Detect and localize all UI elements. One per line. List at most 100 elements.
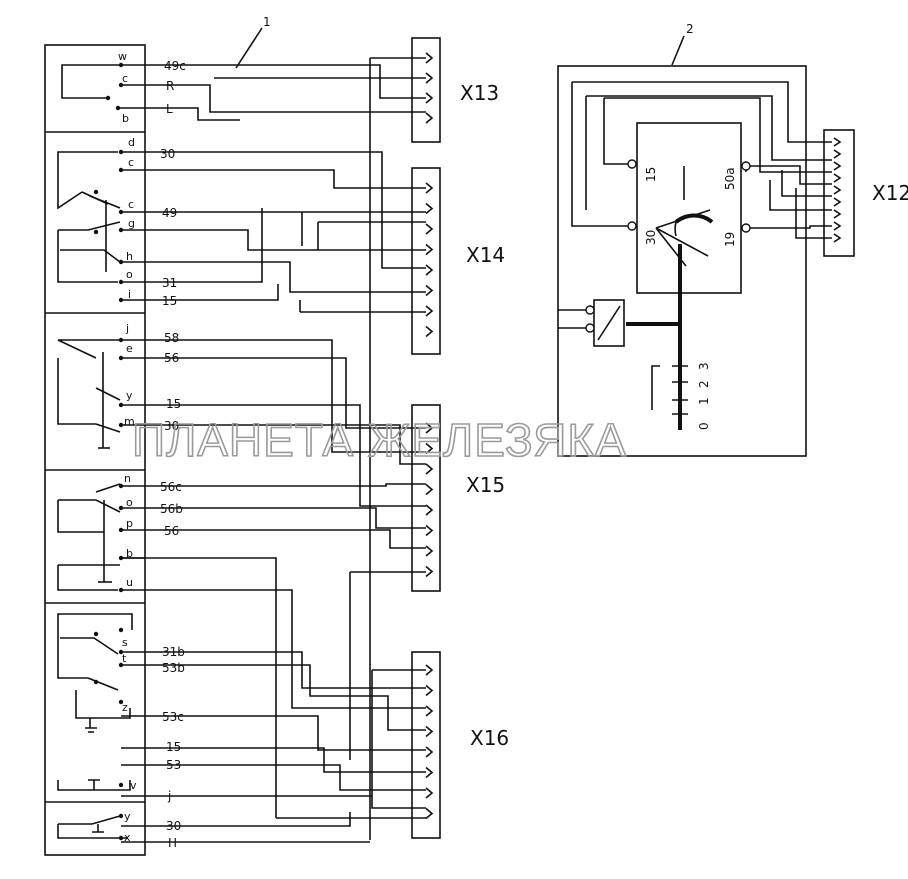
connector-arrow — [425, 182, 434, 194]
wire-label: 49 — [162, 206, 177, 220]
pin-letter: b — [126, 547, 133, 560]
connector-arrow — [425, 504, 434, 516]
pin-letter: h — [126, 250, 133, 263]
pin-letter: b — [122, 112, 129, 125]
wire-label: 31b — [162, 645, 185, 659]
pin-letter: v — [130, 779, 137, 792]
pin-letter: x — [124, 831, 131, 844]
connector-arrow — [425, 725, 434, 738]
connector-arrow — [425, 807, 434, 820]
connector-arrow — [425, 664, 434, 676]
wire-label: 56 — [164, 351, 179, 365]
instrument — [557, 35, 855, 457]
terminal-label: 19 — [723, 232, 737, 247]
connector-arrow — [833, 149, 842, 159]
connector-label-x12: X12 — [872, 181, 908, 205]
wire-label: 53b — [162, 661, 185, 675]
connector-arrow — [833, 233, 842, 243]
connector-x15 — [411, 404, 441, 592]
wire-label: 56c — [160, 480, 182, 494]
pin-letter: w — [118, 50, 127, 63]
connector-arrow — [425, 705, 434, 717]
connector-arrows — [425, 52, 842, 820]
pin-letter: e — [126, 342, 133, 355]
connector-arrow — [833, 197, 842, 207]
wire-label: 53c — [162, 710, 184, 724]
terminal-label: 30 — [644, 230, 658, 245]
pin-letter: o — [126, 268, 133, 281]
connector-arrow — [425, 72, 434, 84]
wire-label: 56b — [160, 502, 183, 516]
connector-arrow — [833, 137, 842, 147]
connector-arrow — [833, 173, 842, 183]
connector-arrow — [425, 684, 434, 697]
callout-2: 2 — [686, 22, 694, 36]
wire-label: 30 — [164, 419, 179, 433]
wire-label: 30 — [166, 819, 181, 833]
connector-arrow — [425, 52, 434, 64]
watermark: ПЛАНЕТА ЖЕЛЕЗЯКА — [132, 414, 627, 466]
wire-label: 15 — [166, 397, 181, 411]
pin-letter: u — [126, 576, 133, 589]
pin-letter: c — [128, 198, 134, 211]
connector-arrow — [425, 442, 434, 455]
wire-label: 31 — [162, 276, 177, 290]
connector-arrow — [425, 284, 434, 297]
terminal-label: 50a — [723, 167, 737, 190]
pin-letter: t — [122, 652, 127, 665]
pin-letter: n — [124, 472, 131, 485]
wire-label: H — [168, 836, 177, 850]
pin-letter: g — [128, 217, 135, 230]
scale-label: 1 — [697, 397, 711, 405]
connector-x16 — [411, 651, 441, 839]
scale-label: 2 — [697, 380, 711, 388]
wires — [121, 27, 426, 843]
connector-arrow — [425, 202, 434, 215]
scale-label: 0 — [697, 422, 711, 430]
connector-label-x16: X16 — [470, 726, 509, 750]
wire-label: 58 — [164, 331, 179, 345]
pin-letter: d — [128, 136, 135, 149]
connector-arrow — [425, 243, 434, 256]
pin-letter: m — [124, 415, 135, 428]
wire-label: 15 — [166, 740, 181, 754]
wire-label: 49c — [164, 59, 186, 73]
connector-arrow — [425, 746, 434, 758]
pin-stubs — [118, 64, 145, 843]
switch-pin-letters: w c b d c c g h o i j e y m n o p b u s … — [118, 50, 137, 844]
pin-letter: j — [125, 322, 129, 335]
wire-label: R — [166, 79, 174, 93]
connector-arrow — [425, 545, 434, 557]
pin-letter: c — [128, 156, 134, 169]
pin-letter: y — [126, 389, 133, 402]
pin-letter: o — [126, 496, 133, 509]
switch-block — [44, 44, 146, 856]
wire-label: 15 — [162, 294, 177, 308]
wire-label: j — [167, 789, 171, 803]
pin-letter: y — [124, 810, 131, 823]
connector-arrow — [425, 483, 434, 496]
terminal-label: 15 — [644, 167, 658, 182]
connector-arrow — [833, 221, 842, 231]
connector-arrow — [425, 92, 434, 104]
connector-x13 — [411, 37, 441, 143]
connector-label-x13: X13 — [460, 81, 499, 105]
wire-labels: 49c R L 30 49 31 15 58 56 15 30 56c 56b … — [160, 59, 186, 850]
connector-arrow — [425, 112, 434, 124]
connector-arrow — [425, 766, 434, 779]
wire-label: L — [166, 102, 173, 116]
connector-arrow — [425, 305, 434, 317]
pin-letter: s — [122, 636, 128, 649]
wire-label: 30 — [160, 147, 175, 161]
connector-arrow — [425, 524, 434, 537]
connector-label-x15: X15 — [466, 473, 505, 497]
pin-letter: z — [122, 701, 128, 714]
wire-label: 56 — [164, 524, 179, 538]
connector-arrow — [425, 422, 434, 434]
connector-arrow — [425, 787, 434, 799]
connector-arrow — [425, 463, 434, 475]
connector-arrow — [833, 161, 842, 171]
scale-label: 3 — [697, 362, 711, 370]
instrument-terminals — [585, 159, 751, 333]
